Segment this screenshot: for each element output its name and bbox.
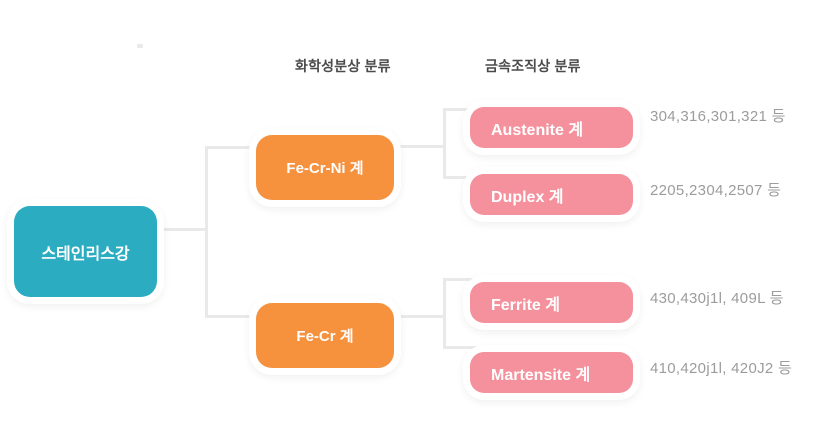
connector-line	[443, 278, 476, 281]
connector-line	[205, 315, 261, 318]
root-node-stainless-steel: 스테인리스강	[14, 206, 157, 297]
grades-label-martensite: 410,420j1l, 420J2 등	[650, 360, 793, 377]
structure-node-duplex: Duplex 계	[470, 174, 633, 215]
grades-label-ferrite: 430,430j1l, 409L 등	[650, 290, 784, 307]
structure-node-martensite: Martensite 계	[470, 352, 633, 393]
connector-line	[392, 315, 446, 318]
connector-line	[443, 346, 476, 349]
connector-line	[205, 146, 208, 318]
faint-dot	[137, 44, 143, 48]
chemical-node-fe-cr-ni: Fe-Cr-Ni 계	[256, 135, 394, 200]
grades-label-austenite: 304,316,301,321 등	[650, 108, 786, 125]
structure-node-ferrite: Ferrite 계	[470, 282, 633, 323]
grades-label-duplex: 2205,2304,2507 등	[650, 182, 782, 199]
chemical-node-fe-cr: Fe-Cr 계	[256, 303, 394, 368]
connector-line	[443, 176, 476, 179]
column-header-chemical: 화학성분상 분류	[295, 58, 391, 74]
structure-node-austenite: Austenite 계	[470, 107, 633, 148]
connector-line	[155, 228, 207, 231]
connector-line	[443, 108, 446, 179]
connector-line	[443, 278, 446, 349]
connector-line	[205, 146, 261, 149]
connector-line	[390, 145, 446, 148]
connector-line	[443, 108, 476, 111]
column-header-structure: 금속조직상 분류	[485, 58, 581, 74]
